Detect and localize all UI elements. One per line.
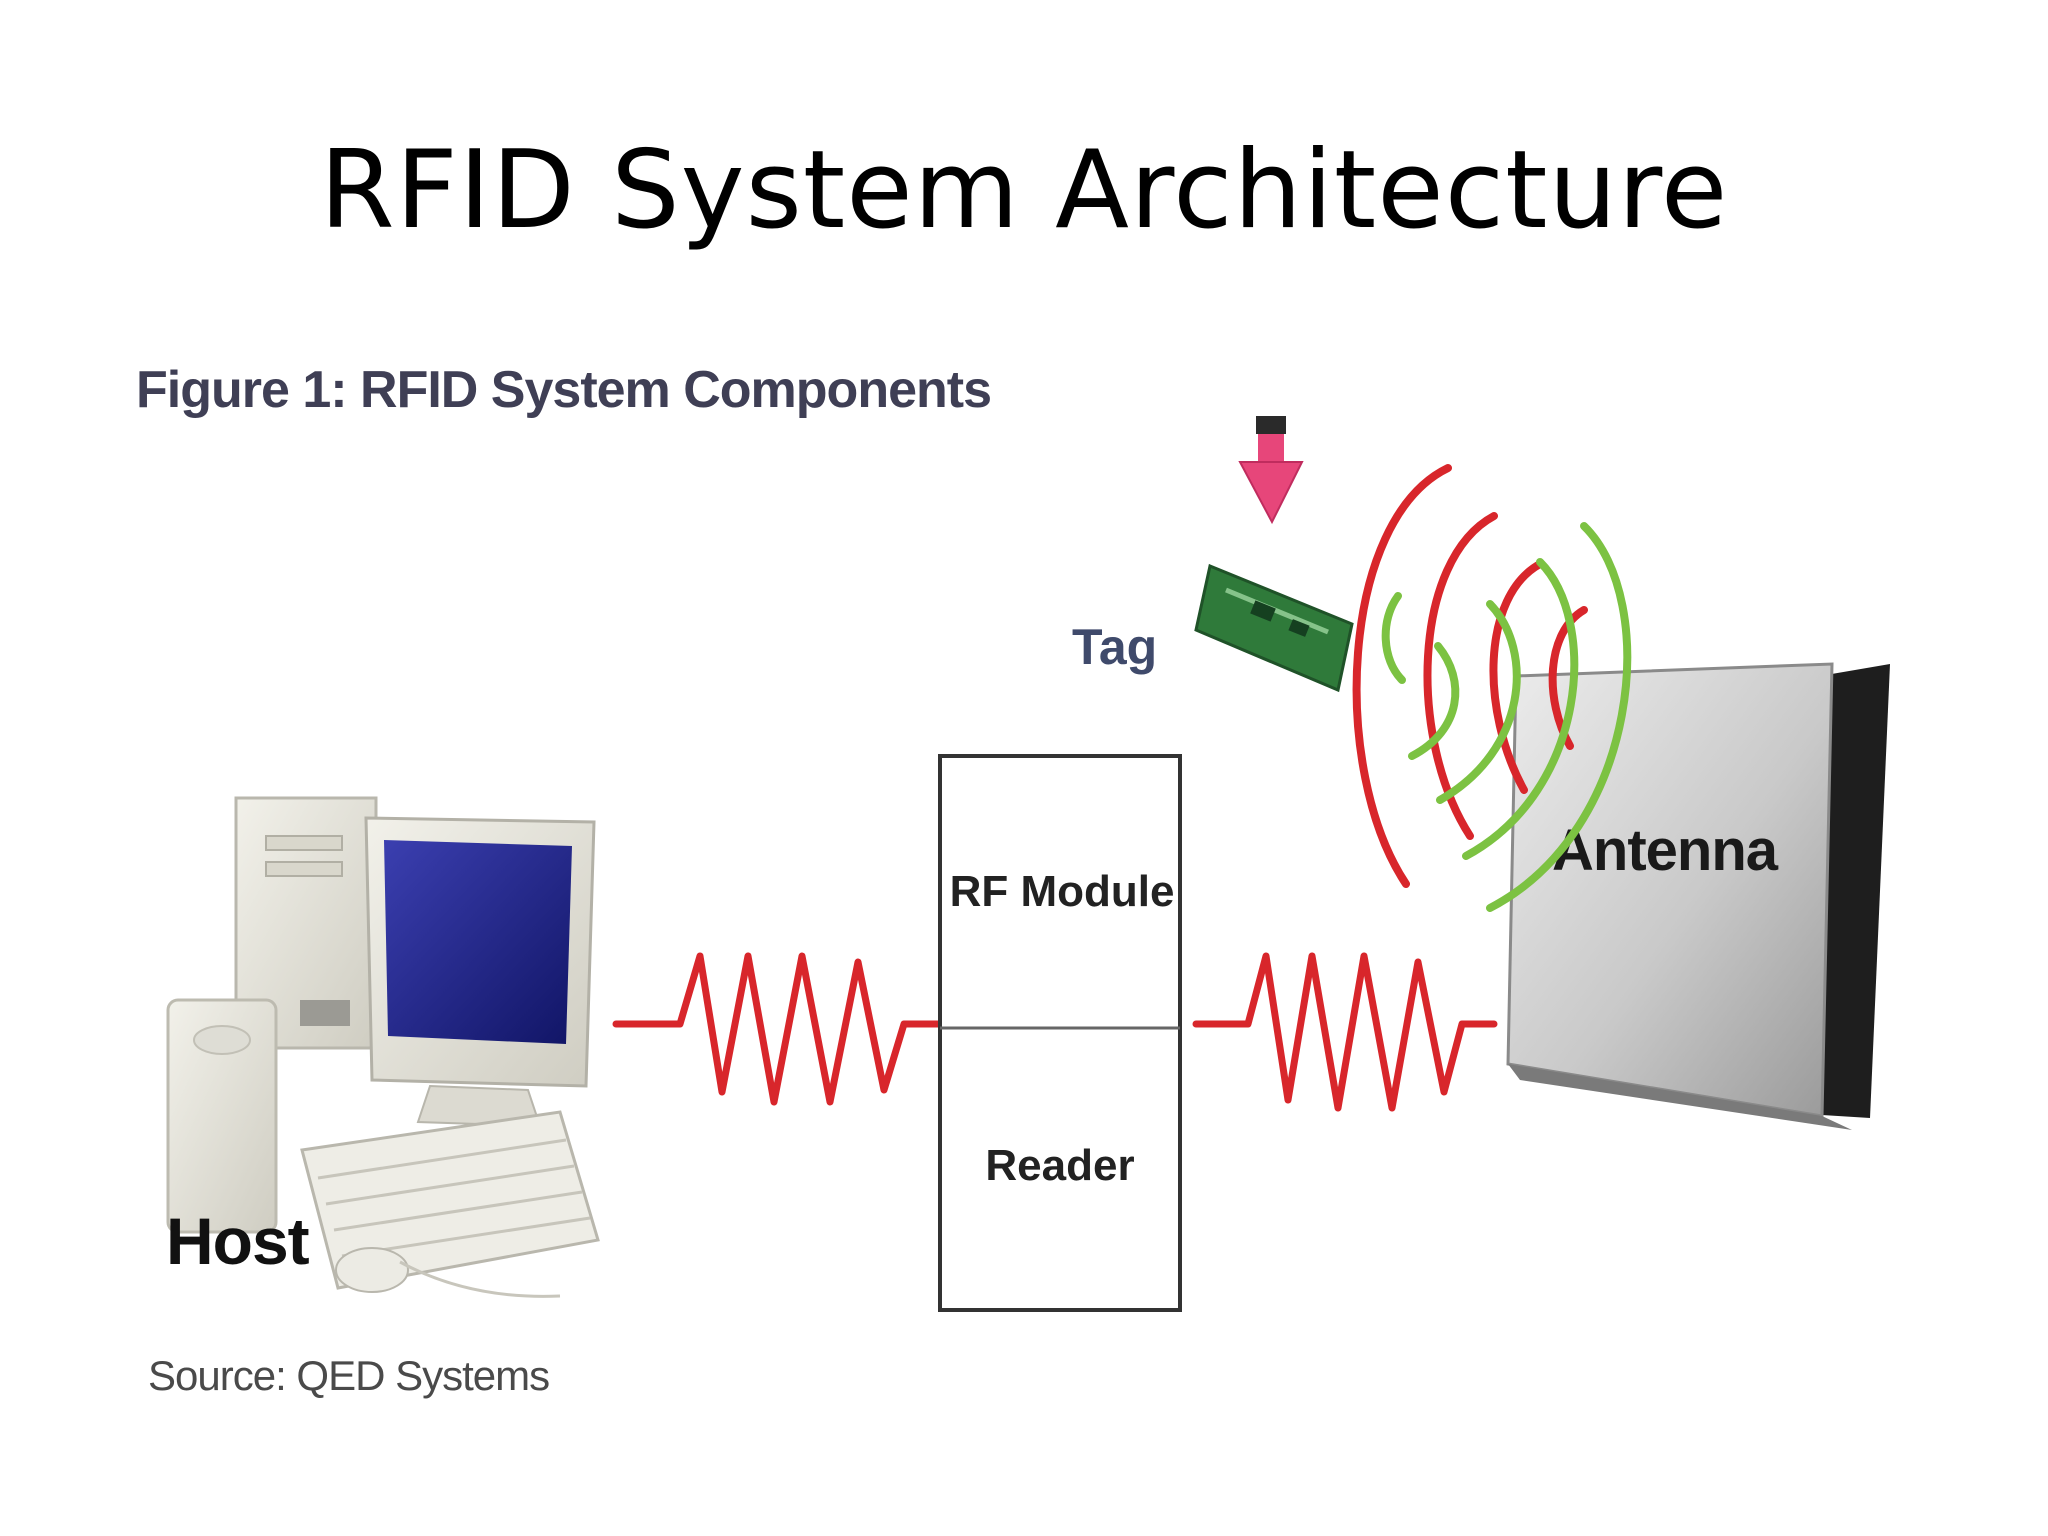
sine-wave-icon	[1192, 952, 1498, 1112]
reader-label: Reader	[985, 1141, 1134, 1190]
desktop-computer-icon	[166, 796, 600, 1298]
down-arrow-icon	[1238, 416, 1304, 525]
source-note: Source: QED Systems	[148, 1352, 550, 1399]
rfid-tag-icon	[1194, 563, 1354, 693]
radio-waves-icon	[1352, 464, 1632, 912]
rf-module-label: RF Module	[950, 867, 1175, 916]
tag-label: Tag	[1072, 619, 1157, 675]
sine-wave-icon	[612, 952, 942, 1106]
host-label: Host	[166, 1204, 310, 1278]
antenna-label: Antenna	[1552, 818, 1779, 883]
figure-caption: Figure 1: RFID System Components	[136, 361, 992, 419]
antenna-panel-icon	[1506, 662, 1890, 1130]
slide-title: RFID System Architecture	[319, 128, 1729, 253]
reader-box	[938, 754, 1182, 1312]
